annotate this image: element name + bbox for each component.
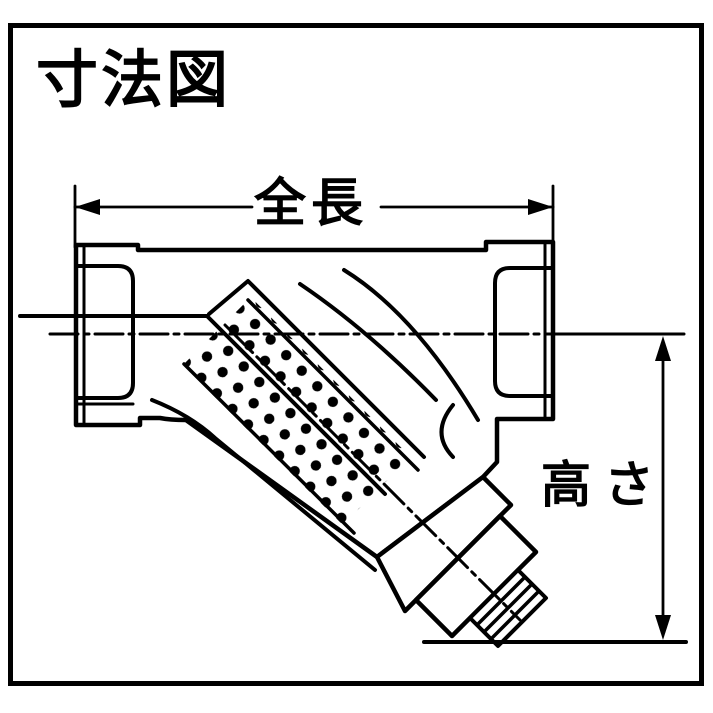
drawing-title: 寸法図	[36, 46, 232, 115]
length-arrow-right	[528, 199, 553, 215]
screen-seat-edge	[207, 279, 426, 459]
branch-inner-wall-right	[342, 268, 480, 422]
screen-perforation-dots	[182, 297, 411, 525]
branch-inner-wall-upper	[298, 282, 438, 402]
overall-length-label: 全長	[254, 175, 369, 233]
height-arrow-down	[655, 615, 671, 640]
right-socket-bore	[493, 266, 553, 398]
height-arrow-up	[655, 336, 671, 361]
drain-hook-curve	[439, 403, 455, 459]
branch-centerline	[223, 323, 522, 622]
left-socket-bore	[76, 264, 135, 400]
overall-length-dimension	[73, 184, 555, 249]
height-label: 高さ	[541, 457, 667, 513]
length-arrow-left	[75, 199, 100, 215]
bore-reference-line	[18, 314, 387, 496]
branch-inner-wall-left	[150, 398, 377, 572]
